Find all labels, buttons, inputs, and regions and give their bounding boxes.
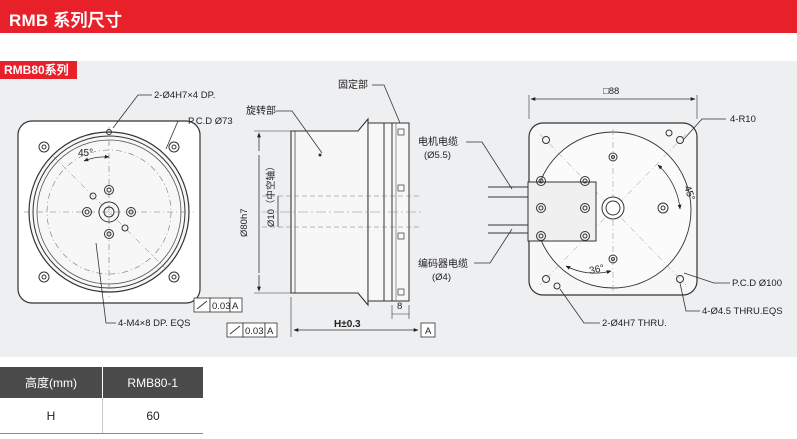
table-header-model: RMB80-1 [102, 367, 204, 398]
front-thread-label: 4-M4×8 DP. EQS [118, 318, 190, 329]
page-title: RMB 系列尺寸 [9, 11, 123, 30]
table-cell-value: 60 [102, 398, 203, 434]
rear-encoder-cable-label: 编码器电缆 [418, 257, 468, 270]
rear-thru-holes-label: 2-Ø4H7 THRU. [602, 318, 667, 329]
side-view: Ø80h7 Ø10（中空轴） 旋转部 固定部 8 H±0.3 A [226, 78, 436, 338]
front-tolerance-frame: 0.03 A [193, 297, 243, 313]
front-angle-label: 45° [78, 148, 93, 159]
front-tolerance-value: 0.03 [212, 301, 231, 312]
rear-angle45-label: 45° [681, 184, 697, 202]
side-width-label: 8 [397, 301, 402, 312]
front-holes-label: 2-Ø4H7×4 DP. [154, 90, 215, 101]
side-fixed-label: 固定部 [338, 78, 368, 91]
section-header: RMB 系列尺寸 [0, 0, 797, 33]
rear-encoder-cable-dia: (Ø4) [432, 272, 451, 283]
rear-angle36-label: 36° [588, 263, 605, 277]
rear-motor-cable-label: 电机电缆 [418, 135, 458, 148]
side-tolerance-frame: 0.03 A [226, 322, 278, 338]
table-header-height: 高度(mm) [0, 367, 103, 398]
side-bore-label: Ø10（中空轴） [265, 162, 277, 227]
rear-radius-label: 4-R10 [730, 114, 756, 125]
series-tag: RMB80系列 [0, 61, 77, 79]
side-tolerance-value: 0.03 [245, 326, 264, 337]
table-header-row: 高度(mm) RMB80-1 [0, 367, 204, 398]
rear-thru-eqs-label: 4-Ø4.5 THRU.EQS [702, 306, 783, 317]
side-diameter-label: Ø80h7 [239, 208, 250, 237]
side-datum: A [267, 326, 274, 337]
side-datum-end: A [425, 326, 432, 337]
dimension-table: 高度(mm) RMB80-1 H 60 [0, 367, 204, 434]
rear-motor-cable-dia: (Ø5.5) [424, 150, 451, 161]
front-view: 45° 2-Ø4H7×4 DP. P.C.D Ø73 4-M4×8 DP. EQ… [17, 90, 243, 329]
front-datum: A [232, 301, 239, 312]
front-pcd-label: P.C.D Ø73 [188, 116, 233, 127]
table-row: H 60 [0, 398, 203, 434]
rear-view: □88 45° [418, 86, 783, 329]
table-cell-param: H [0, 398, 103, 434]
rear-square-label: □88 [603, 86, 619, 97]
side-height-label: H±0.3 [334, 319, 361, 330]
technical-drawing: 45° 2-Ø4H7×4 DP. P.C.D Ø73 4-M4×8 DP. EQ… [17, 78, 783, 338]
rear-pcd-label: P.C.D Ø100 [732, 278, 782, 289]
side-rotating-label: 旋转部 [246, 104, 276, 117]
